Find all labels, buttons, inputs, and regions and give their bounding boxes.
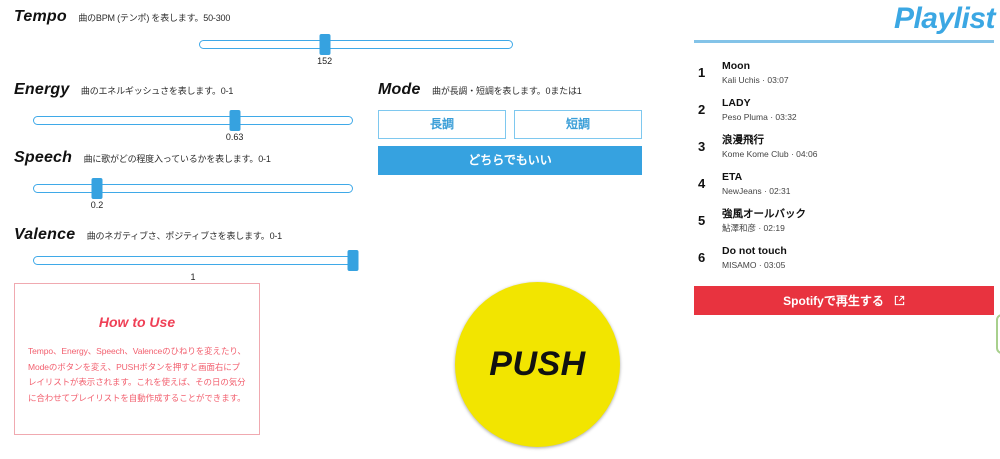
track-title: Do not touch [722,244,787,257]
param-desc-speech: 曲に歌がどの程度入っているかを表します。0-1 [83,154,271,164]
track-number: 1 [698,65,706,80]
track-info: ETA NewJeans · 02:31 [722,170,791,198]
spotify-play-button[interactable]: Spotifyで再生する [694,286,994,315]
track-subtitle: Peso Pluma · 03:32 [722,111,797,122]
track-row[interactable]: 3 浪漫飛行 Kome Kome Club · 04:06 [694,128,1000,165]
param-header-mode: Mode 曲が長調・短調を表します。0または1 [378,81,582,99]
slider-track-tempo[interactable] [199,40,513,49]
spotify-play-label: Spotifyで再生する [783,294,884,308]
slider-thumb-energy[interactable] [229,110,241,131]
slider-value-energy: 0.63 [225,132,244,142]
track-row[interactable]: 1 Moon Kali Uchis · 03:07 [694,54,1000,91]
param-desc-tempo: 曲のBPM (テンポ) を表します。50-300 [78,13,231,23]
controls-panel: Tempo 曲のBPM (テンポ) を表します。50-300 152 Energ… [14,8,642,447]
track-row[interactable]: 2 LADY Peso Pluma · 03:32 [694,91,1000,128]
track-info: 浪漫飛行 Kome Kome Club · 04:06 [722,133,817,161]
slider-thumb-speech[interactable] [91,178,103,199]
push-button-label: PUSH [489,345,586,383]
mode-any-button[interactable]: どちらでもいい [378,146,642,175]
track-info: Moon Kali Uchis · 03:07 [722,59,789,87]
track-subtitle: 鮎澤和彦 · 02:19 [722,222,785,233]
param-name-energy: Energy [14,81,70,98]
track-subtitle: MISAMO · 03:05 [722,259,786,270]
param-name-tempo: Tempo [14,8,67,25]
slider-value-valence: 1 [190,272,196,282]
playlist-panel: Playlist 1 Moon Kali Uchis · 03:07 2 LAD… [694,0,1000,459]
push-button[interactable]: PUSH [455,282,620,447]
track-row[interactable]: 4 ETA NewJeans · 02:31 [694,165,1000,202]
track-list: 1 Moon Kali Uchis · 03:07 2 LADY Peso Pl… [694,54,1000,276]
slider-track-valence[interactable] [33,256,353,265]
mode-button-group: 長調 短調 [378,110,642,139]
slider-valence[interactable]: 1 [33,248,359,282]
how-to-use-body: Tempo、Energy、Speech、Valenceのひねりを変えたり、Mod… [28,346,246,404]
mode-minor-button[interactable]: 短調 [514,110,642,139]
track-info: LADY Peso Pluma · 03:32 [722,96,797,124]
track-number: 2 [698,102,706,117]
slider-value-speech: 0.2 [90,200,104,210]
track-row[interactable]: 6 Do not touch MISAMO · 03:05 [694,239,1000,276]
how-to-use-box: How to Use Tempo、Energy、Speech、Valenceのひ… [14,283,260,435]
track-subtitle: Kali Uchis · 03:07 [722,74,789,85]
param-desc-energy: 曲のエネルギッシュさを表します。0-1 [80,86,234,96]
mode-major-button[interactable]: 長調 [378,110,506,139]
slider-speech[interactable]: 0.2 [33,176,353,210]
track-subtitle: NewJeans · 02:31 [722,185,791,196]
param-name-mode: Mode [378,81,421,98]
track-number: 4 [698,176,706,191]
param-header-tempo: Tempo 曲のBPM (テンポ) を表します。50-300 [14,8,230,26]
track-info: Do not touch MISAMO · 03:05 [722,244,787,272]
param-name-speech: Speech [14,149,73,166]
slider-value-tempo: 152 [317,56,333,66]
track-title: 浪漫飛行 [722,133,764,146]
track-row[interactable]: 5 強風オールバック 鮎澤和彦 · 02:19 [694,202,1000,239]
slider-tempo[interactable]: 152 [199,32,513,66]
track-info: 強風オールバック 鮎澤和彦 · 02:19 [722,207,806,235]
playlist-title: Playlist [893,2,996,35]
track-number: 5 [698,213,706,228]
external-link-icon [894,295,905,306]
track-title: ETA [722,170,743,183]
track-number: 3 [698,139,706,154]
slider-track-energy[interactable] [33,116,353,125]
track-title: LADY [722,96,751,109]
track-title: 強風オールバック [722,207,806,220]
param-header-energy: Energy 曲のエネルギッシュさを表します。0-1 [14,81,233,99]
playlist-divider [694,40,994,43]
param-desc-mode: 曲が長調・短調を表します。0または1 [432,86,582,96]
track-subtitle: Kome Kome Club · 04:06 [722,148,818,159]
track-number: 6 [698,250,706,265]
slider-thumb-tempo[interactable] [319,34,331,55]
param-name-valence: Valence [14,226,76,243]
slider-energy[interactable]: 0.63 [33,108,353,142]
how-to-use-title: How to Use [98,314,176,330]
param-header-speech: Speech 曲に歌がどの程度入っているかを表します。0-1 [14,149,271,167]
param-header-valence: Valence 曲のネガティブさ、ポジティブさを表します。0-1 [14,226,282,244]
green-panel-edge [996,314,1000,354]
slider-track-speech[interactable] [33,184,353,193]
slider-thumb-valence[interactable] [347,250,359,271]
track-title: Moon [722,59,750,72]
param-desc-valence: 曲のネガティブさ、ポジティブさを表します。0-1 [86,231,282,241]
